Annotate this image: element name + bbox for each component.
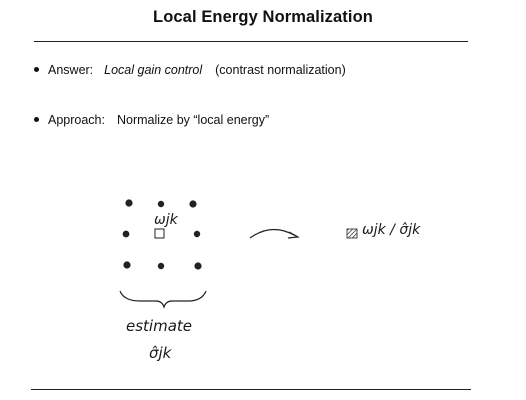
neighbor-coefficient-icon: [193, 230, 201, 238]
slide-title: Local Energy Normalization: [153, 8, 373, 26]
neighbor-coefficient-icon: [194, 262, 202, 270]
answer-label: Answer:: [48, 63, 94, 77]
neighbor-coefficient-icon: [189, 200, 197, 208]
neighbor-coefficient-icon: [125, 199, 133, 207]
neighbor-coefficient-icon: [157, 262, 165, 270]
answer-detail: (contrast normalization): [215, 63, 346, 77]
bullet-approach: Approach: Normalize by “local energy”: [34, 113, 269, 127]
top-rule: [34, 41, 468, 42]
curly-brace-icon: [119, 290, 207, 309]
bullet-dot-icon: [34, 67, 39, 72]
approach-text: Normalize by “local energy”: [116, 113, 270, 127]
hatched-square-icon: [346, 228, 358, 239]
center-coefficient-square-icon: [154, 228, 165, 239]
bottom-rule: [31, 389, 471, 390]
bullet-dot-icon: [34, 117, 39, 122]
estimate-word: estimate: [126, 317, 192, 335]
answer-emphasis: Local gain control: [104, 63, 203, 77]
approach-label: Approach:: [48, 113, 105, 127]
sigma-label: σ̂jk: [149, 344, 173, 362]
neighbor-coefficient-icon: [157, 200, 165, 208]
arrow-icon: [249, 228, 300, 239]
normalized-label: ωjk / σ̂jk: [362, 222, 421, 238]
neighbor-coefficient-icon: [123, 261, 131, 269]
neighbor-coefficient-icon: [122, 230, 130, 238]
neighbor-coefficients: [122, 199, 202, 270]
bullet-answer: Answer: Local gain control (contrast nor…: [34, 63, 346, 77]
coefficient-label: ωjk: [154, 212, 179, 228]
